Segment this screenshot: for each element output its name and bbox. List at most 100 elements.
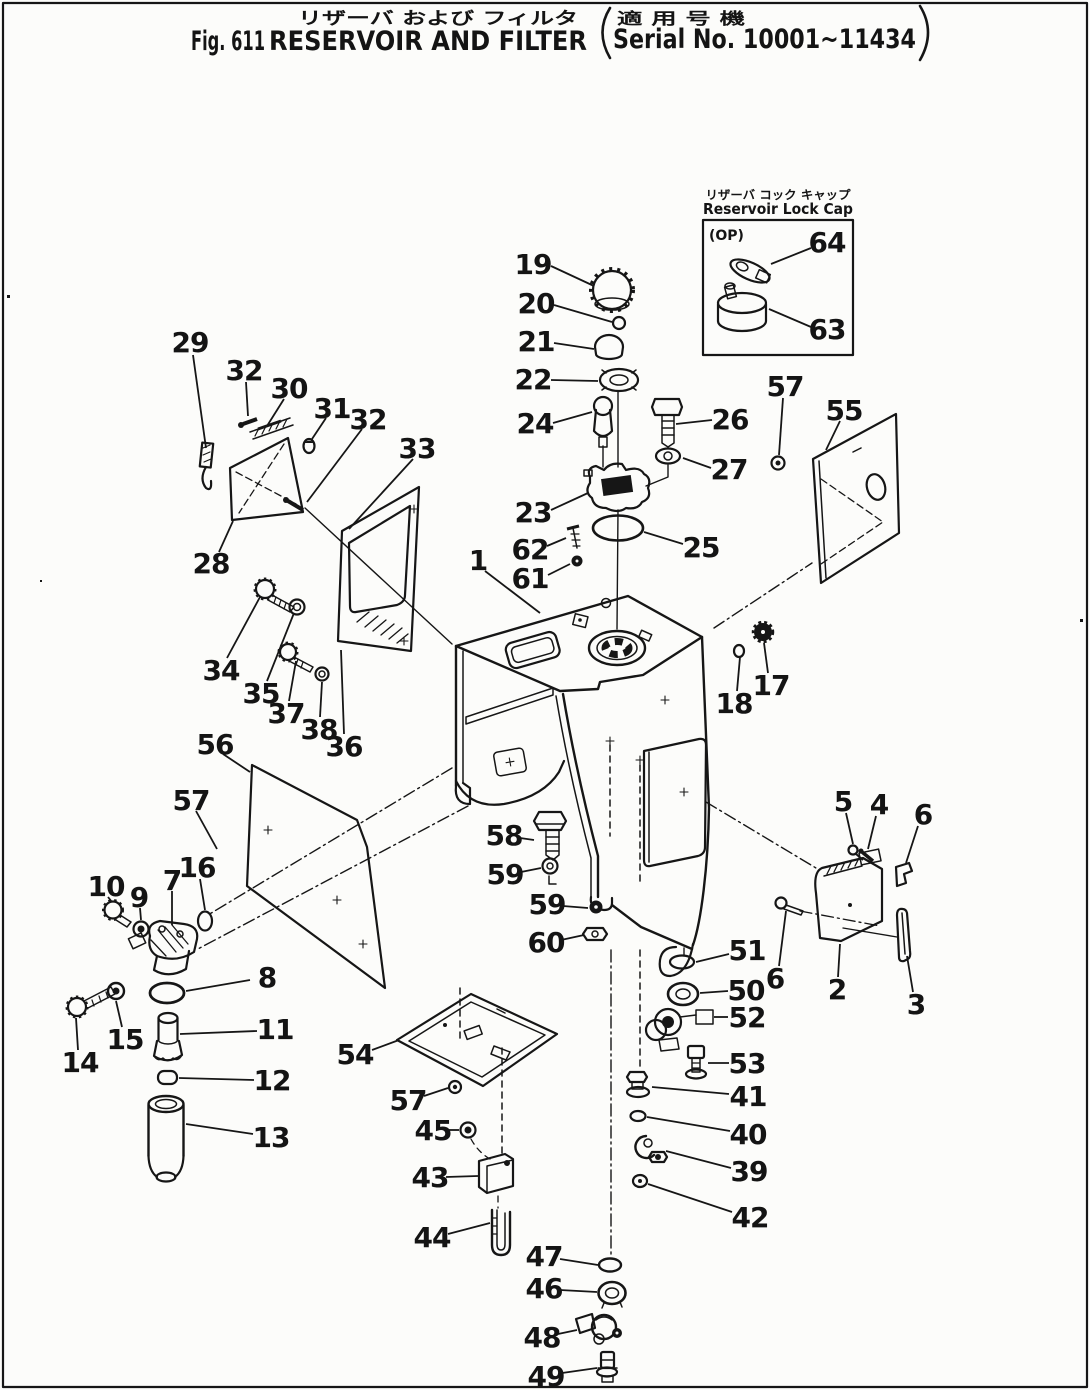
pin-32a — [238, 417, 258, 428]
part-label-22: 22 — [515, 363, 552, 396]
part-label-6: 6 — [766, 962, 784, 995]
leader-line — [423, 1087, 449, 1097]
oring-25 — [591, 514, 645, 542]
ring-20 — [611, 315, 627, 331]
leader-line — [107, 896, 113, 903]
part-label-30: 30 — [271, 372, 308, 405]
leader-line — [553, 304, 613, 323]
leader-line — [561, 1367, 598, 1374]
leader-line — [770, 247, 812, 265]
part-label-36: 36 — [326, 730, 363, 763]
part-label-27: 27 — [711, 453, 748, 486]
grommet-57-bottom — [447, 1079, 463, 1095]
part-label-12: 12 — [254, 1064, 291, 1097]
mount-bolt-58 — [532, 810, 568, 861]
inset-reservoir-lock-cap: リザーバ コック キャップ Reservoir Lock Cap (OP) — [701, 187, 855, 357]
part-label-59: 59 — [529, 888, 566, 921]
canister-13 — [147, 1094, 185, 1183]
leader-line — [195, 810, 218, 850]
leader-line — [651, 1086, 730, 1095]
cap-19 — [589, 267, 635, 313]
leader-line — [348, 458, 414, 530]
filter-head-7 — [127, 919, 199, 976]
grommet-18 — [732, 643, 746, 659]
leader-line — [825, 420, 841, 451]
side-plate-56 — [245, 763, 387, 990]
leader-line — [553, 342, 595, 350]
washer-35 — [288, 598, 306, 616]
part-label-9: 9 — [130, 881, 148, 914]
bracket-43 — [477, 1152, 515, 1209]
bolt-49 — [595, 1350, 619, 1383]
bolt-53 — [684, 1044, 708, 1080]
leader-line — [837, 943, 841, 978]
header: リザーバ および フィルタ Fig. 611 RESERVOIR AND FIL… — [191, 4, 930, 62]
part-label-57: 57 — [173, 784, 210, 817]
leader-line — [643, 531, 684, 545]
part-label-55: 55 — [826, 394, 863, 427]
part-label-3: 3 — [907, 988, 925, 1021]
leader-line — [675, 419, 713, 425]
leader-line — [288, 660, 297, 702]
part-label-44: 44 — [414, 1221, 451, 1254]
leader-line — [311, 417, 327, 440]
part-label-50: 50 — [728, 974, 765, 1007]
leader-line — [226, 596, 261, 659]
valve-48 — [574, 1312, 622, 1345]
title-english: RESERVOIR AND FILTER — [269, 26, 587, 57]
ring-47 — [597, 1257, 623, 1273]
part-label-57: 57 — [390, 1084, 427, 1117]
cover-plate-33 — [336, 485, 421, 653]
part-label-49: 49 — [528, 1360, 565, 1390]
part-label-38: 38 — [301, 713, 338, 746]
drain-bottom-stack — [574, 1257, 627, 1383]
leader-line — [736, 656, 741, 692]
leader-line — [682, 457, 712, 469]
oring-8 — [148, 981, 186, 1005]
serial-english: Serial No. 10001~11434 — [613, 24, 916, 55]
leader-line — [665, 1150, 732, 1169]
leader-line — [192, 354, 207, 449]
leader-line — [306, 428, 363, 503]
part-label-2: 2 — [828, 973, 846, 1006]
leader-line — [371, 1039, 400, 1051]
lock-cap-lever-64 — [729, 258, 772, 284]
leader-line — [199, 878, 206, 911]
inset-op-label: (OP) — [709, 228, 744, 244]
part-label-61: 61 — [512, 562, 549, 595]
part-label-47: 47 — [526, 1240, 563, 1273]
reservoir-tank-1 — [195, 507, 817, 1257]
filler-cap-stack — [566, 267, 684, 630]
serial-japanese: 適 用 号 機 — [617, 9, 745, 28]
part-label-45: 45 — [415, 1114, 452, 1147]
leader-line — [547, 563, 571, 576]
leader-line — [445, 1175, 479, 1178]
part-label-37: 37 — [268, 697, 305, 730]
side-plate-55 — [811, 412, 901, 585]
grommet-45 — [459, 1121, 491, 1160]
part-label-6: 6 — [914, 798, 932, 831]
part-label-28: 28 — [193, 547, 230, 580]
part-label-35: 35 — [243, 677, 280, 710]
filler-neck — [587, 629, 653, 667]
elbow-39 — [634, 1134, 669, 1164]
part-label-52: 52 — [729, 1001, 766, 1034]
leader-line — [778, 910, 787, 967]
bolt-34 — [253, 577, 295, 613]
plug-17 — [751, 620, 775, 644]
part-label-26: 26 — [712, 403, 749, 436]
leader-line — [222, 753, 251, 773]
bolt-10 — [102, 899, 132, 928]
bushing-22 — [598, 367, 640, 393]
part-label-60: 60 — [528, 926, 565, 959]
valve-52 — [644, 1007, 714, 1052]
leader-line — [562, 905, 589, 909]
part-label-17: 17 — [753, 669, 790, 702]
part-label-64: 64 — [809, 226, 846, 259]
bolt-62 — [566, 524, 581, 549]
bolt-37 — [277, 641, 314, 673]
leader-line — [179, 1030, 258, 1035]
